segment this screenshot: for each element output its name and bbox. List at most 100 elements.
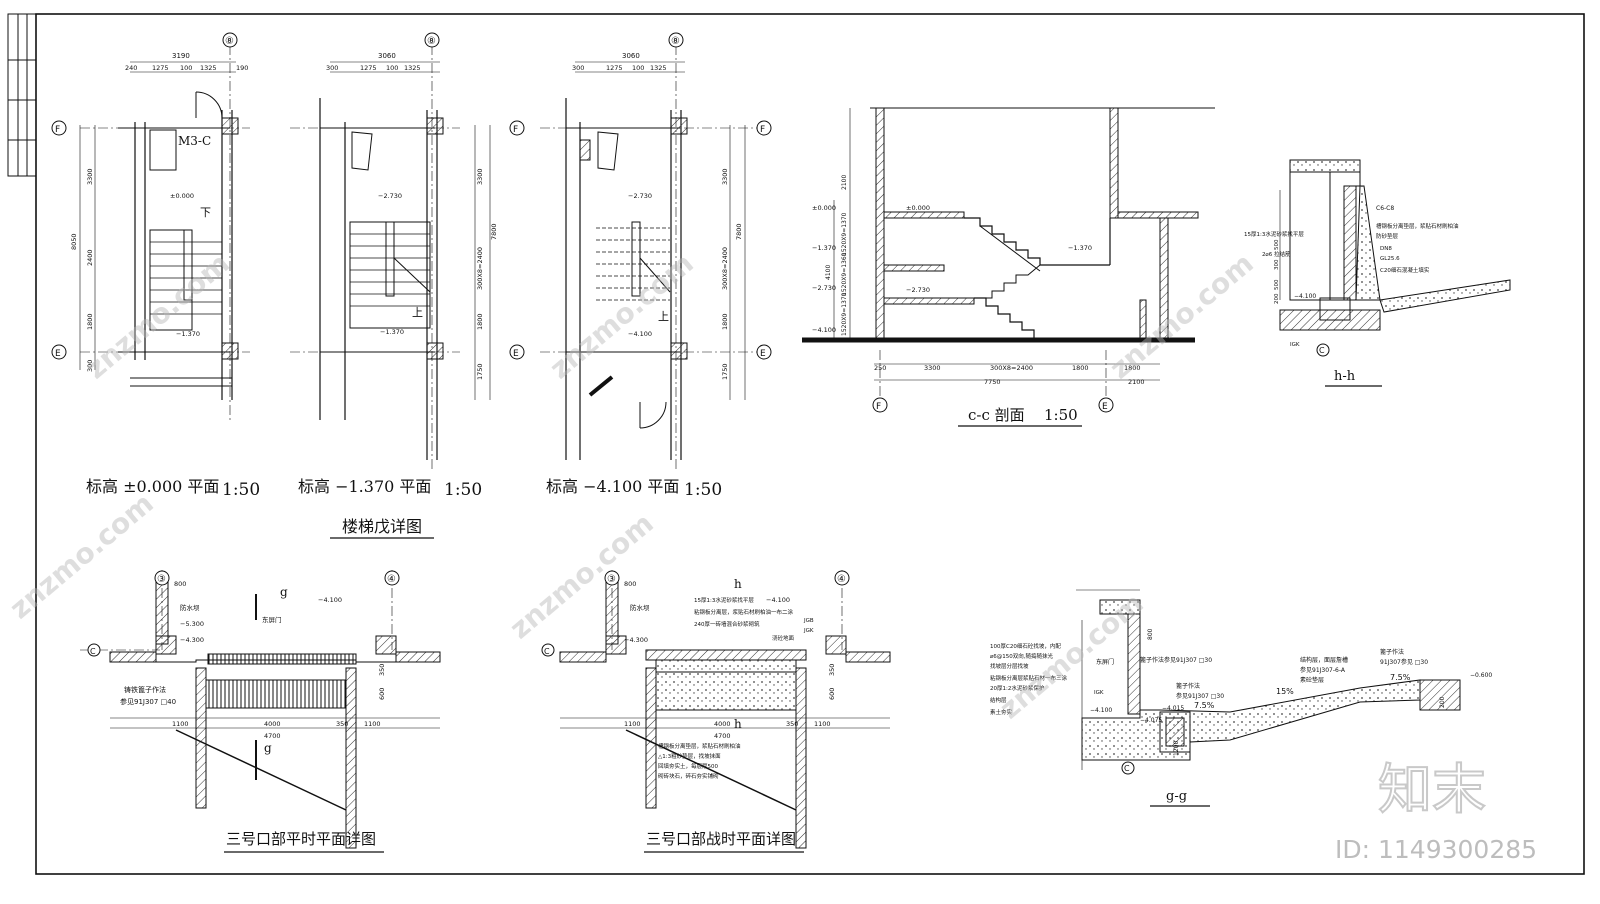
section-cc-elev-5: −1.370 <box>1068 244 1092 252</box>
section-gg-elev-3: −0.600 <box>1470 672 1492 679</box>
brand-logo: 知末 <box>1377 757 1487 822</box>
section-gg-callout-2: 篦子作法 <box>1176 682 1200 690</box>
section-gg-drawing <box>1076 589 1461 807</box>
war-label-7: JGB <box>803 618 814 624</box>
section-cc-bottom-dim-3: 1800 <box>1072 364 1089 372</box>
plan3-sub-dim-2: 100 <box>632 64 644 72</box>
section-hh-elev: −4.100 <box>1294 293 1316 300</box>
peace-label-4: −4.300 <box>180 636 204 644</box>
peace-dim-5: 4700 <box>264 732 281 740</box>
plan1-down-arrow-label: 下 <box>200 206 211 219</box>
war-dim-2: 4000 <box>714 720 731 728</box>
section-gg-callout-4: 结构层，面层詹槽 <box>1300 656 1348 664</box>
peace-dim-6: 600 <box>378 688 386 700</box>
svg-text:znzmo.com: znzmo.com <box>3 487 159 626</box>
peace-label-0: 防水坝 <box>180 603 200 612</box>
section-hh-title: h-h <box>1334 369 1356 384</box>
plan2-scale: 1:50 <box>444 480 482 500</box>
peace-dim-3: 350 <box>336 720 348 728</box>
plan1-sub-dim-3: 1325 <box>200 64 217 72</box>
section-gg-note-1: ⌀6@150双向,随捣随抹光 <box>990 652 1054 660</box>
section-gg-callout-6: 素砼垫层 <box>1300 676 1324 684</box>
section-cc-bottom-dim-2: 300X8=2400 <box>990 364 1033 372</box>
peace-grid-4: ④ <box>387 574 396 585</box>
war-grid-c: C <box>544 647 550 656</box>
plan2-side-dim-1: 300X8=2400 <box>476 247 484 290</box>
plan3-sub-dim-1: 1275 <box>606 64 623 72</box>
section-cc-bottom-dim-1: 3300 <box>924 364 941 372</box>
plan1-door-label: M3-C <box>178 134 211 148</box>
plan2-side-dim-2: 1800 <box>476 313 484 330</box>
section-cc-title: c-c 剖面 <box>968 406 1025 424</box>
section-gg-callout-0: 东屏门 <box>1096 658 1114 666</box>
plan3-scale: 1:50 <box>684 480 722 500</box>
svg-text:znzmo.com: znzmo.com <box>503 507 659 646</box>
plan1-side-dim-0: 3300 <box>86 168 94 185</box>
section-gg-label: IGK <box>1094 690 1104 696</box>
section-gg-note-6: 素土夯实 <box>990 708 1013 716</box>
section-cc-total-0: 7750 <box>984 378 1001 386</box>
plan3-level-label: 标高 −4.100 平面 <box>546 477 679 496</box>
plan2-sub-dim-2: 100 <box>386 64 398 72</box>
section-cc-elev-0: ±0.000 <box>812 204 836 212</box>
war-dim-6: 600 <box>828 688 836 700</box>
section-cc-bottom-dim-0: 250 <box>874 364 886 372</box>
section-cc-bottom-dim-4: 1800 <box>1124 364 1141 372</box>
section-hh-note-0: C6-C8 <box>1376 205 1394 212</box>
plan2-sub-dim-3: 1325 <box>404 64 421 72</box>
section-cc-elev-4: ±0.000 <box>906 204 930 212</box>
plan2-side-dim-0: 3300 <box>476 168 484 185</box>
plan-level-minus-4100 <box>540 45 760 470</box>
section-gg-slope-0: 7.5% <box>1194 701 1215 710</box>
plan2-level-label: 标高 −1.370 平面 <box>298 477 431 496</box>
section-gg-grid-c: C <box>1124 764 1130 773</box>
grid-label-8-b: ⑧ <box>427 36 436 47</box>
section-gg-callout-7: 篦子作法 <box>1380 648 1404 656</box>
section-hh-grid-c: C <box>1319 346 1325 355</box>
section-gg-elev-0: −4.100 <box>1090 707 1112 714</box>
peace-dim-2: 4000 <box>264 720 281 728</box>
war-label-5: 240厚一砖墙混合砂浆砌筑 <box>694 620 760 628</box>
war-dim-7: 350 <box>828 664 836 676</box>
section-cc-elev-3: −4.100 <box>812 326 836 334</box>
section-gg-note-5: 结构层 <box>990 696 1007 704</box>
section-cc-elev-6: −2.730 <box>906 286 930 294</box>
section-cc-total-1: 2100 <box>1128 378 1145 386</box>
section-gg-elev-2: −4.015 <box>1162 705 1184 712</box>
plan3-elev-2: −4.100 <box>628 330 652 338</box>
peace-title: 三号口部平时平面详图 <box>226 830 376 848</box>
grid-label-f-b: F <box>513 125 518 135</box>
section-gg-callout-3: 参见91J307 □30 <box>1176 692 1224 700</box>
sheet-border <box>35 13 1585 875</box>
war-dim-4: 1100 <box>814 720 831 728</box>
section-gg-slope-1: 15% <box>1276 687 1294 696</box>
peace-label-1: −5.300 <box>180 620 204 628</box>
grid-label-e-b: E <box>513 349 519 359</box>
plan3-sub-dim-3: 1325 <box>650 64 667 72</box>
grid-label-f-c: F <box>760 125 765 135</box>
section-cc-grid-f: F <box>876 402 881 412</box>
section-hh-note-4: 2⌀6 拉结筋 <box>1262 250 1291 258</box>
section-gg-slope-2: 7.5% <box>1390 673 1411 682</box>
peace-grid-c: C <box>90 647 96 656</box>
peace-dim-4: 1100 <box>364 720 381 728</box>
section-gg-dim-0: 1200 <box>1173 741 1180 756</box>
war-label-3: 15厚1:3水泥砂浆找平层 <box>694 596 754 604</box>
war-note-3: 砌砖块石，碎石夯实铺砌 <box>658 772 719 780</box>
section-cc-elev-2: −2.730 <box>812 284 836 292</box>
section-gg-note-3: 粘钢板分离层浆贴石材一布三涂 <box>990 674 1068 682</box>
section-cc-left-dim-1: 1520X9=1370 <box>841 212 848 256</box>
peace-dim-7: 350 <box>378 664 386 676</box>
section-hh-note-5: DN8 <box>1380 246 1392 252</box>
peace-mark-1: g <box>264 741 272 755</box>
peace-mark-0: g <box>280 585 288 599</box>
plan1-elev-2: −1.370 <box>176 330 200 338</box>
war-title: 三号口部战时平面详图 <box>646 830 796 848</box>
plan2-sub-dim-0: 300 <box>326 64 338 72</box>
plan-wartime-drawing <box>541 570 891 853</box>
section-hh-dim-0: 500 <box>1274 239 1280 250</box>
section-hh-note-1: 槽钢板分离垫层，浆贴石材刷柏油 <box>1376 222 1459 230</box>
peace-grid-3: ③ <box>157 574 166 585</box>
plan1-sub-dim-0: 240 <box>125 64 137 72</box>
plan3-total-dim: 7800 <box>735 223 743 240</box>
